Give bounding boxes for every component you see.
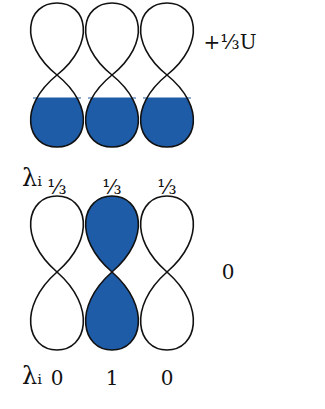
orbital-lobe: [31, 3, 84, 75]
orbital-lobe: [141, 75, 194, 147]
orbital-lobe: [141, 3, 194, 75]
orbital-group: [31, 3, 194, 350]
orbital-lobe: [86, 75, 139, 147]
orbital-lobe: [86, 3, 139, 75]
occupation-number: 0: [51, 368, 64, 388]
orbital-lobe: [141, 196, 194, 272]
energy-label: 0: [222, 262, 235, 282]
orbital-lobe: [86, 196, 139, 272]
occupation-number: 1: [106, 368, 119, 388]
occupation-number: ⅓: [102, 177, 121, 197]
occupation-number: ⅓: [157, 177, 176, 197]
eigenvalue-symbol: λᵢ: [22, 364, 42, 388]
orbital-lobe: [31, 196, 84, 272]
orbital-lobe: [141, 272, 194, 350]
occupation-number: 0: [161, 368, 174, 388]
fill-level: [88, 98, 136, 99]
fill-level: [33, 98, 81, 99]
orbital-lobe: [31, 75, 84, 147]
orbital-fill: [86, 98, 139, 147]
occupation-number: ⅓: [47, 177, 66, 197]
eigenvalue-symbol: λᵢ: [22, 166, 42, 190]
orbital-fill: [141, 98, 194, 147]
orbital-fill: [31, 98, 84, 147]
fill-level: [143, 98, 191, 99]
orbital-lobe: [86, 272, 139, 350]
orbital-lobe: [31, 272, 84, 350]
energy-label: +⅓U: [204, 32, 257, 52]
